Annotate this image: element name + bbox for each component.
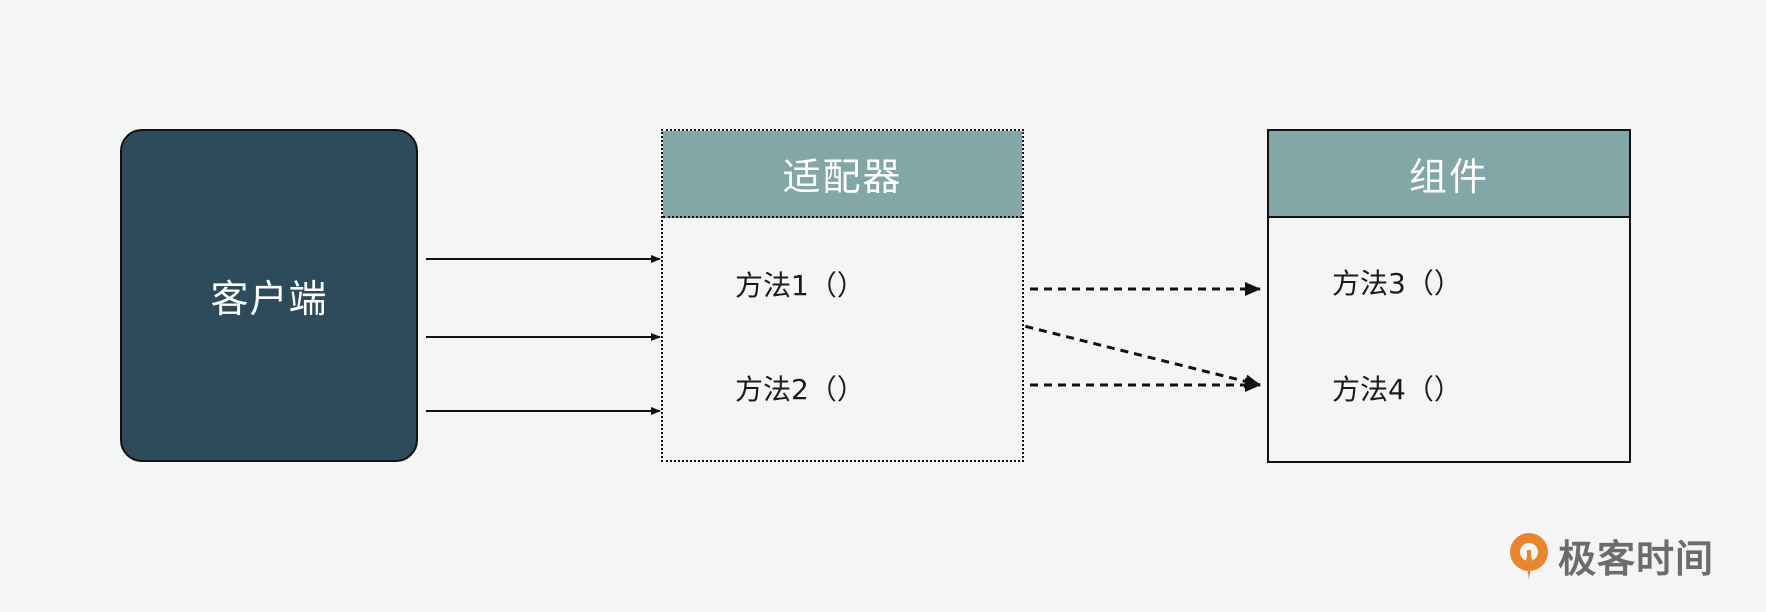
client-box: 客户端	[120, 129, 418, 462]
component-method-4: 方法4（）	[1332, 373, 1462, 406]
watermark-text: 极客时间	[1558, 537, 1715, 581]
method1-to-method4-arrow	[875, 287, 1261, 389]
component-box: 组件 方法3（） 方法4（）	[1267, 129, 1631, 463]
adapter-box: 适配器 方法1（） 方法2（）	[661, 129, 1024, 462]
component-title: 组件	[1408, 155, 1489, 199]
client-label: 客户端	[210, 277, 328, 321]
adapter-title: 适配器	[782, 155, 903, 199]
adapter-header: 适配器	[663, 131, 1022, 218]
geektime-logo-icon	[1510, 532, 1548, 580]
component-header: 组件	[1269, 131, 1629, 218]
adapter-method-2: 方法2（）	[735, 373, 865, 406]
adapter-method-1: 方法1（）	[735, 269, 865, 302]
geektime-watermark: 极客时间	[1506, 528, 1714, 583]
component-method-3: 方法3（）	[1332, 267, 1462, 300]
